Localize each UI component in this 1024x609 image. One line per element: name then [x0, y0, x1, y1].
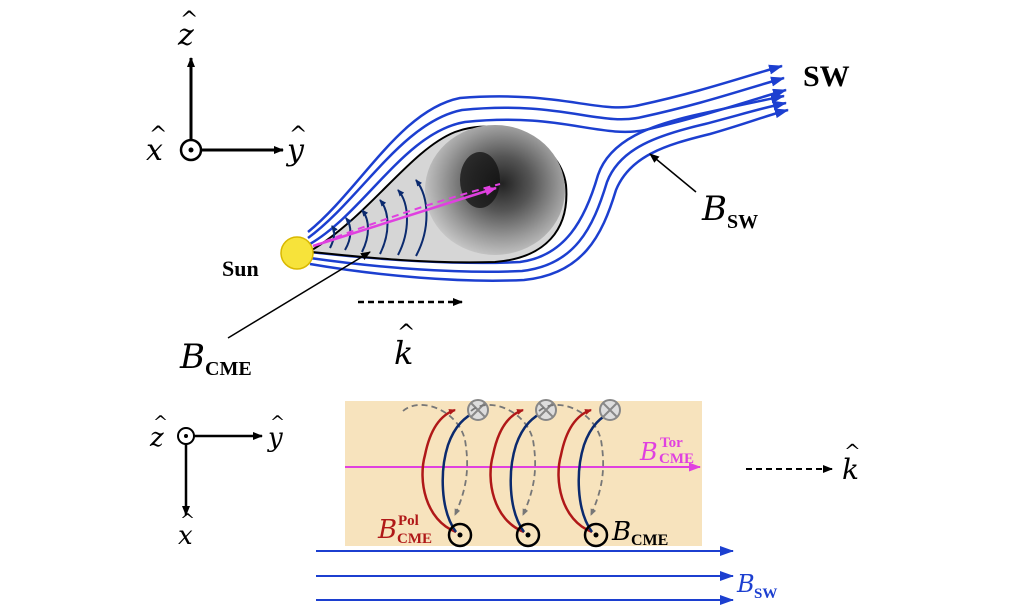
out-of-page-icon: [515, 522, 541, 548]
top-panel: z ^ x ^ y ^: [146, 8, 850, 380]
svg-text:^: ^: [844, 439, 861, 463]
coil-back-dashed: [402, 404, 468, 516]
bottom-k-label: k: [842, 453, 859, 486]
top-y-label: y: [285, 133, 305, 168]
coil-back-dashed: [470, 404, 536, 516]
b-pol-label: B: [377, 515, 397, 545]
poloidal-front-blue: [577, 408, 615, 533]
coil-3: [538, 399, 621, 548]
sw-field-line: [307, 76, 785, 240]
svg-text:^: ^: [180, 510, 195, 531]
sun: [280, 236, 314, 270]
bottom-x-label: x: [178, 521, 193, 551]
b-pol-subscript: CME: [397, 531, 432, 547]
bottom-z-label: z: [149, 423, 164, 453]
coil-back-dashed: [538, 404, 604, 516]
top-z-label: z: [177, 18, 194, 53]
bottom-b-sw-label: B: [736, 570, 755, 598]
b-cme-pointer: [227, 251, 371, 339]
poloidal-front-blue: [441, 408, 479, 533]
b-cme-label: B: [179, 337, 205, 377]
b-sw-label: B: [701, 189, 727, 229]
svg-text:^: ^: [270, 412, 285, 433]
bottom-panel: z ^ y ^ x ^ B Tor CME: [149, 399, 861, 605]
b-cme-subscript: CME: [205, 358, 252, 380]
bottom-b-cme-subscript: CME: [631, 532, 668, 549]
bottom-axes: z ^ y ^ x ^: [149, 412, 285, 551]
cme-body: [311, 125, 568, 264]
poloidal-front-blue: [509, 408, 547, 533]
sw-field-line: [309, 108, 789, 282]
sw-label: SW: [803, 60, 850, 93]
b-tor-subscript: CME: [659, 451, 694, 467]
svg-text:^: ^: [180, 8, 198, 33]
b-tor-label: B: [639, 438, 658, 466]
cme-axis-dashed: [312, 183, 501, 247]
out-of-page-icon: [583, 522, 609, 548]
top-axes: z ^ x ^ y ^: [146, 8, 307, 168]
top-x-label: x: [146, 133, 163, 168]
cme-axis-arrow: [312, 186, 497, 248]
out-of-page-icon: [447, 522, 473, 548]
sun-label: Sun: [222, 256, 259, 281]
poloidal-front-red: [421, 408, 457, 534]
svg-text:^: ^: [149, 123, 167, 148]
poloidal-front-red: [557, 408, 593, 534]
b-sw-pointer: [649, 153, 697, 193]
bottom-b-cme-label: B: [611, 517, 631, 547]
svg-text:^: ^: [153, 412, 168, 433]
bottom-sw-field-lines: [316, 546, 734, 605]
b-pol-superscript: Pol: [398, 513, 419, 529]
bottom-b-sw-subscript: SW: [754, 586, 777, 602]
b-sw-subscript: SW: [727, 211, 758, 233]
poloidal-front-red: [489, 408, 525, 534]
flux-tube: [345, 401, 702, 546]
sw-field-line: [307, 64, 783, 233]
b-tor-superscript: Tor: [660, 435, 683, 451]
top-k-label: k: [394, 334, 413, 372]
sw-field-line: [309, 100, 787, 274]
svg-text:^: ^: [289, 123, 307, 148]
bottom-y-label: y: [267, 423, 283, 453]
coil-2: [470, 399, 557, 548]
svg-text:^: ^: [397, 321, 415, 346]
